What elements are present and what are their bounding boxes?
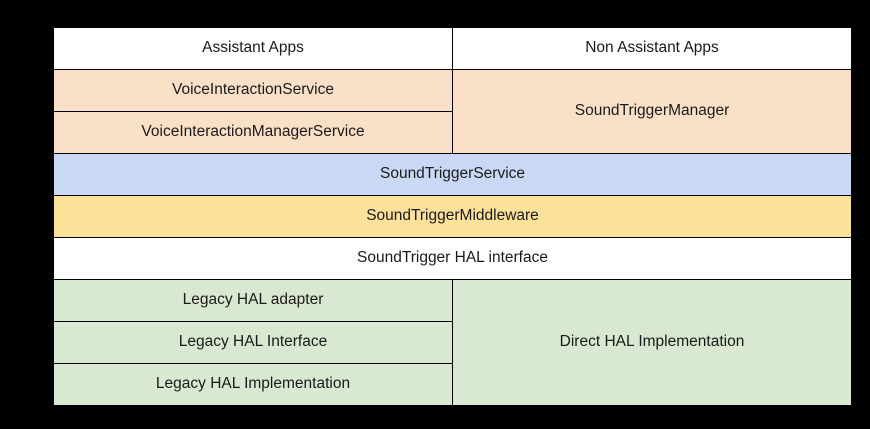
table-row-legacy-hal-adapter: Legacy HAL adapter Direct HAL Implementa… [53, 279, 852, 406]
cell-direct-hal-implementation: Direct HAL Implementation [452, 279, 852, 406]
table-row-voice-interaction-service: VoiceInteractionService SoundTriggerMana… [53, 69, 852, 154]
cell-sound-trigger-hal-interface: SoundTrigger HAL interface [53, 237, 852, 280]
table-row-legacy-hal-interface: Legacy HAL Interface [53, 321, 852, 364]
cell-sound-trigger-middleware: SoundTriggerMiddleware [53, 195, 852, 238]
header-cell-assistant-apps: Assistant Apps [53, 27, 453, 70]
cell-sound-trigger-manager: SoundTriggerManager [452, 69, 852, 154]
cell-legacy-hal-interface: Legacy HAL Interface [53, 321, 453, 364]
soundtrigger-architecture-table: Assistant Apps Non Assistant Apps VoiceI… [53, 27, 852, 406]
cell-voice-interaction-service: VoiceInteractionService [53, 69, 453, 112]
cell-legacy-hal-adapter: Legacy HAL adapter [53, 279, 453, 322]
table-row-header: Assistant Apps Non Assistant Apps [53, 27, 852, 70]
cell-voice-interaction-manager-service: VoiceInteractionManagerService [53, 111, 453, 154]
table-row-sound-trigger-service: SoundTriggerService [53, 153, 852, 196]
table-row-voice-interaction-manager-service: VoiceInteractionManagerService [53, 111, 852, 154]
cell-legacy-hal-implementation: Legacy HAL Implementation [53, 363, 453, 406]
table-row-legacy-hal-implementation: Legacy HAL Implementation [53, 363, 852, 406]
table-row-hal-interface: SoundTrigger HAL interface [53, 237, 852, 280]
cell-sound-trigger-service: SoundTriggerService [53, 153, 852, 196]
table-row-sound-trigger-middleware: SoundTriggerMiddleware [53, 195, 852, 238]
header-cell-non-assistant-apps: Non Assistant Apps [452, 27, 852, 70]
